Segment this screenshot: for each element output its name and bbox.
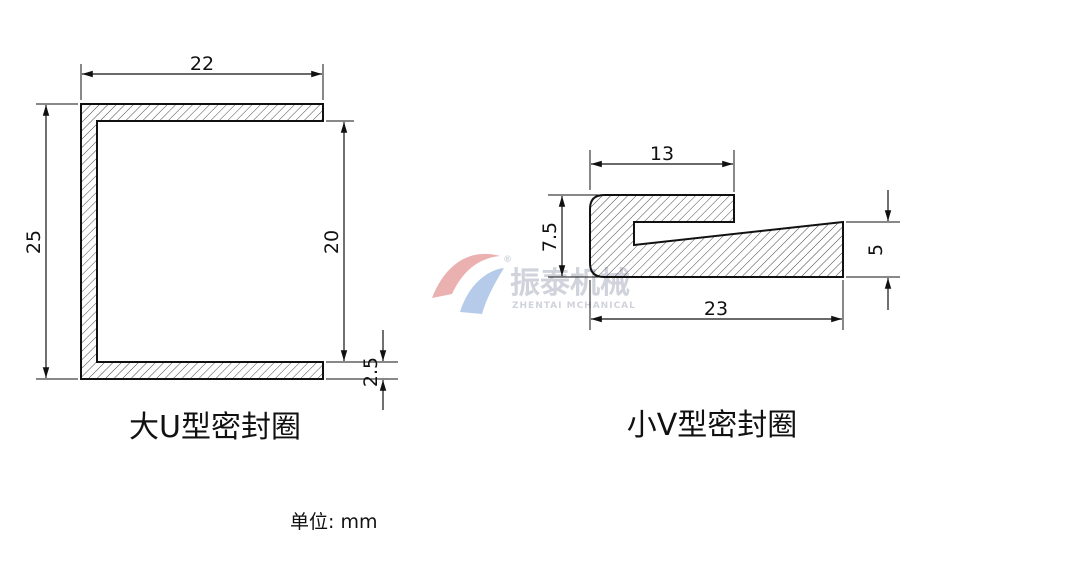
u-seal-height-label: 25	[23, 230, 45, 254]
u-seal-drawing: 22 25 20 2.5 大U型密封圈	[23, 53, 398, 445]
v-seal-left-label: 7.5	[539, 222, 561, 252]
u-seal-width-dimension: 22	[80, 53, 324, 100]
unit-label: 单位: mm	[290, 511, 377, 533]
v-seal-bottom-dimension: 23	[589, 280, 844, 330]
u-seal-title: 大U型密封圈	[129, 410, 301, 445]
v-seal-right-label: 5	[865, 244, 887, 256]
v-seal-top-dimension: 13	[589, 143, 735, 192]
u-seal-thickness-dimension: 2.5	[326, 330, 398, 410]
v-seal-right-dimension: 5	[846, 190, 900, 310]
v-seal-top-label: 13	[650, 143, 674, 165]
watermark-blue-swoosh-icon	[460, 268, 504, 314]
v-seal-bottom-label: 23	[704, 298, 728, 320]
v-seal-profile	[589, 194, 844, 278]
v-seal-left-dimension: 7.5	[539, 194, 600, 278]
watermark-logo: 振泰机械 ® ZHENTAI MCHANICAL	[432, 253, 636, 314]
u-seal-height-dimension: 25	[23, 103, 78, 380]
u-seal-profile	[80, 103, 324, 380]
u-seal-width-label: 22	[190, 53, 214, 75]
u-seal-inner-dimension: 20	[321, 120, 398, 363]
watermark-red-swoosh-icon	[432, 253, 500, 298]
v-seal-title: 小V型密封圈	[627, 408, 798, 443]
v-seal-drawing: 13 7.5 5 23 小V型密封圈	[539, 143, 900, 443]
u-seal-thickness-label: 2.5	[360, 357, 382, 387]
watermark-subtitle: ZHENTAI MCHANICAL	[512, 301, 636, 311]
u-seal-inner-label: 20	[321, 230, 343, 254]
watermark-registered-mark: ®	[503, 255, 513, 265]
